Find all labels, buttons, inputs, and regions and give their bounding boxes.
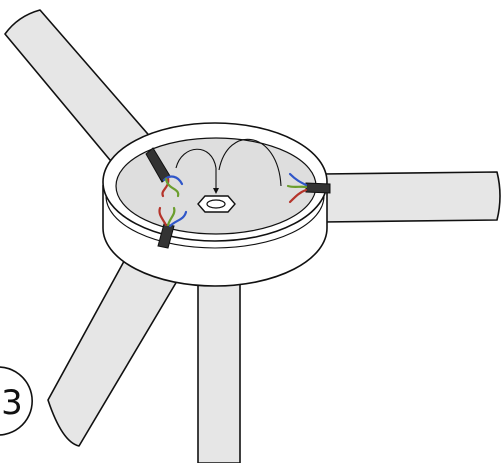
cable-left-bottom-sheath <box>157 223 175 249</box>
guide-arcs <box>175 138 282 194</box>
guide-arrow-head <box>213 188 219 194</box>
guide-arc-left <box>175 148 217 169</box>
cable-left-bottom <box>157 206 188 249</box>
wire-brown <box>158 206 168 227</box>
cable-left-top <box>145 147 184 198</box>
cable-right-sheath <box>305 182 331 194</box>
arms <box>4 9 501 463</box>
wire-green-yellow <box>166 206 176 227</box>
center-nut <box>197 195 236 213</box>
step-badge-circle <box>0 366 33 436</box>
guide-arc-right <box>218 138 282 187</box>
nut-hole <box>206 199 226 209</box>
bottom-left-arm <box>47 253 181 447</box>
wire-blue <box>168 210 188 228</box>
hub-rim-lip <box>105 195 325 249</box>
step-number: 3 <box>1 383 23 423</box>
top-left-arm <box>4 9 161 179</box>
wire-brown <box>288 188 308 204</box>
wire-blue <box>288 172 308 187</box>
cable-right <box>286 172 331 204</box>
bottom-arm <box>197 269 241 463</box>
wire-green-yellow <box>164 177 180 198</box>
wire-brown <box>161 176 170 198</box>
wire-green-yellow <box>286 184 308 189</box>
right-arm <box>321 171 501 223</box>
step-badge: 3 <box>0 366 33 436</box>
